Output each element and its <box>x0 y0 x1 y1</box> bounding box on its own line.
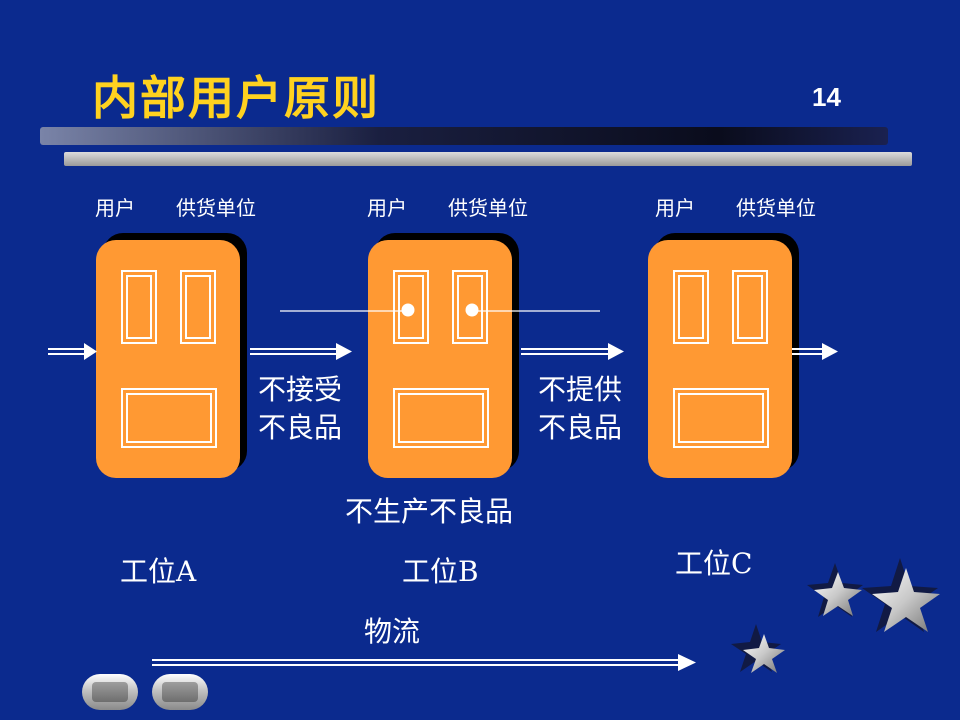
not-accept-line2: 不良品 <box>258 411 343 444</box>
arrow-b-to-c <box>521 343 624 360</box>
not-produce-label: 不生产不良品 <box>345 495 514 528</box>
flow-arrow <box>152 654 696 671</box>
station-c-supplier-label: 供货单位 <box>736 196 816 220</box>
station-b-window-left <box>393 270 429 344</box>
station-b-window-right <box>452 270 488 344</box>
star-icon <box>862 558 940 632</box>
station-c <box>648 240 792 478</box>
connector-dot-right <box>465 303 479 317</box>
station-a-window-left <box>121 270 157 344</box>
station-c-name: 工位C <box>675 547 753 580</box>
station-c-window-right <box>732 270 768 344</box>
not-accept-line1: 不接受 <box>258 373 343 406</box>
prev-slide-button[interactable] <box>82 674 138 710</box>
station-b-door <box>393 388 489 448</box>
next-slide-button[interactable] <box>152 674 208 710</box>
star-icon <box>731 624 785 673</box>
star-icon <box>807 563 863 617</box>
station-b-supplier-label: 供货单位 <box>448 196 528 220</box>
not-supply-line2: 不良品 <box>538 411 623 444</box>
connector-dot-left <box>401 303 415 317</box>
station-c-customer-label: 用户 <box>655 196 695 220</box>
station-a-name: 工位A <box>120 555 197 588</box>
station-b-customer-label: 用户 <box>367 196 407 220</box>
page-number: 14 <box>812 82 841 112</box>
station-c-window-left <box>673 270 709 344</box>
arrow-into-a <box>48 343 97 360</box>
slide-title: 内部用户原则 <box>92 71 380 125</box>
arrow-out-of-c <box>792 343 838 360</box>
station-c-door <box>673 388 769 448</box>
station-a-window-right <box>180 270 216 344</box>
station-a <box>96 240 240 478</box>
station-a-supplier-label: 供货单位 <box>176 196 256 220</box>
flow-label: 物流 <box>364 615 421 648</box>
station-a-customer-label: 用户 <box>95 196 135 220</box>
arrow-a-to-b <box>250 343 352 360</box>
station-a-door <box>121 388 217 448</box>
title-divider-silver <box>64 152 912 166</box>
station-b <box>368 240 512 478</box>
title-divider-dark <box>40 127 888 145</box>
not-supply-line1: 不提供 <box>538 373 623 406</box>
station-b-name: 工位B <box>402 555 479 588</box>
